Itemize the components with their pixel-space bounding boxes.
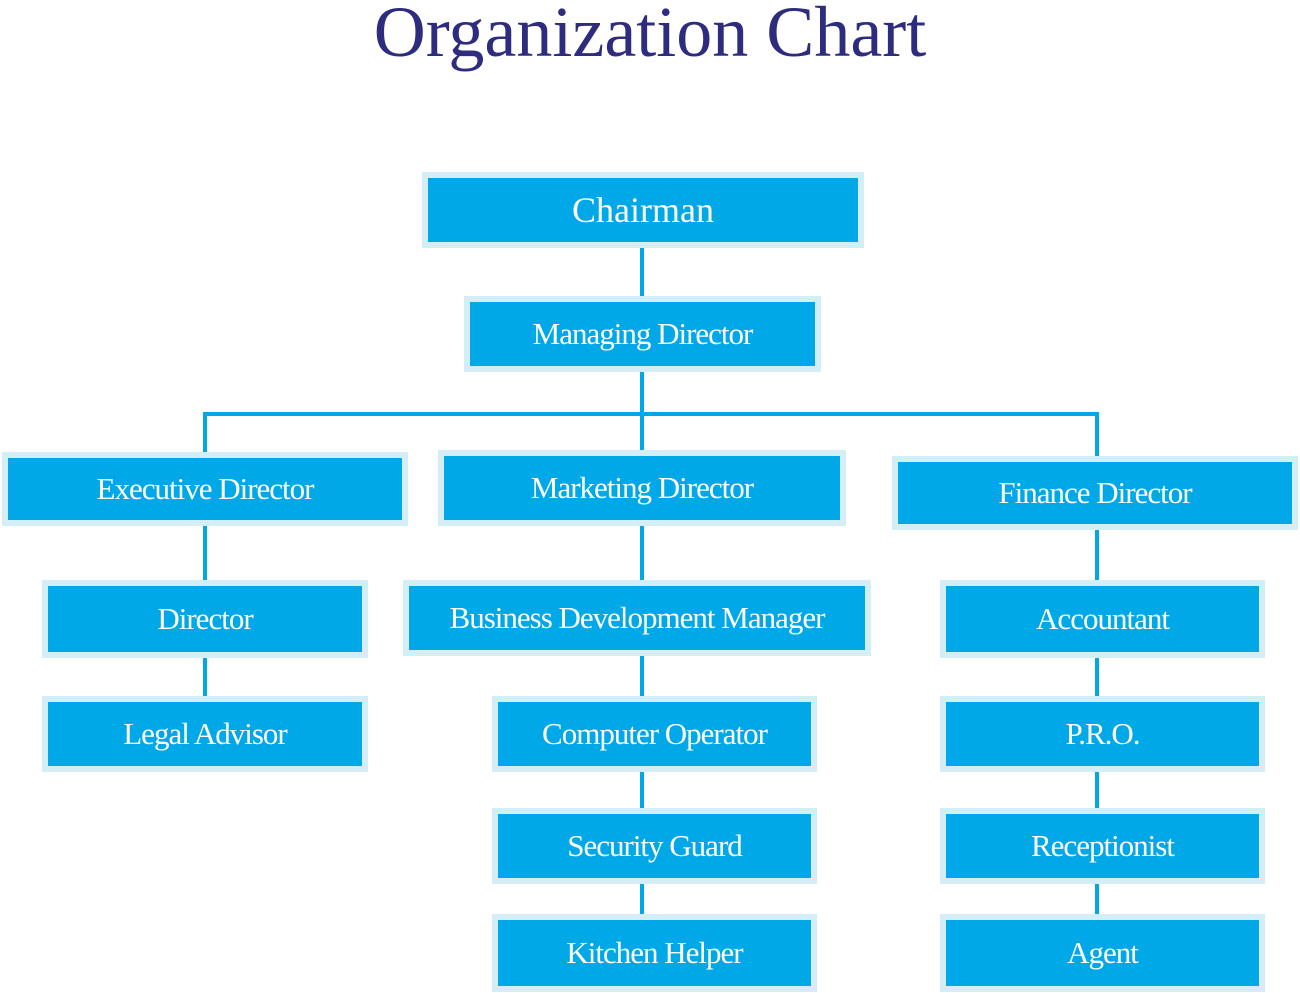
node-receptionist: Receptionist (940, 808, 1265, 884)
node-agent: Agent (940, 914, 1265, 992)
connector-marketing-bdm (640, 524, 644, 582)
connector-security-kitchen (640, 882, 644, 918)
connector-finance-accountant (1095, 528, 1099, 582)
connector-computer-security (640, 770, 644, 812)
connector-branch-horizontal (203, 412, 1099, 416)
node-kitchen-helper: Kitchen Helper (492, 914, 817, 992)
node-legal-advisor: Legal Advisor (42, 696, 368, 772)
connector-accountant-pro (1095, 656, 1099, 698)
node-managing-director: Managing Director (464, 296, 821, 372)
node-security-guard: Security Guard (492, 808, 817, 884)
connector-pro-receptionist (1095, 770, 1099, 812)
node-chairman: Chairman (422, 172, 864, 248)
connector-receptionist-agent (1095, 882, 1099, 918)
node-computer-operator: Computer Operator (492, 696, 817, 772)
node-director: Director (42, 580, 368, 658)
connector-bdm-computer (640, 654, 644, 698)
connector-branch-finance (1095, 412, 1099, 458)
node-business-development-manager: Business Development Manager (403, 580, 871, 656)
node-accountant: Accountant (940, 580, 1265, 658)
connector-director-legal (203, 656, 207, 698)
node-marketing-director: Marketing Director (438, 450, 846, 526)
node-finance-director: Finance Director (892, 456, 1298, 530)
connector-md-branch (640, 370, 644, 452)
page-title: Organization Chart (373, 0, 927, 72)
connector-executive-director (203, 524, 207, 582)
connector-chairman-md (640, 246, 644, 296)
node-executive-director: Executive Director (2, 452, 408, 526)
node-pro: P.R.O. (940, 696, 1265, 772)
connector-branch-executive (203, 412, 207, 454)
